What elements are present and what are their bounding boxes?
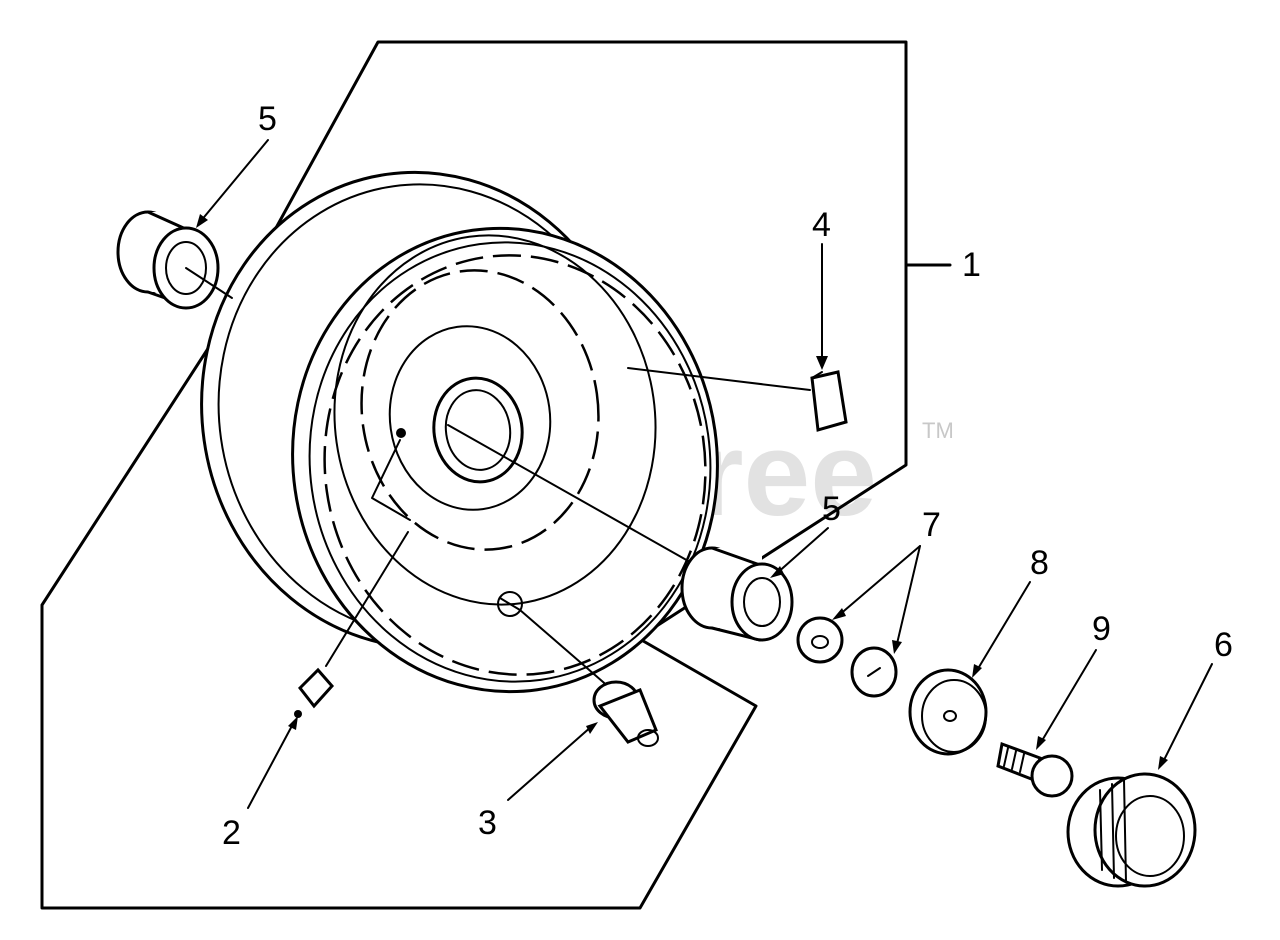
axle-line xyxy=(447,424,691,563)
callout-7: 7 xyxy=(922,506,941,544)
valve-line xyxy=(371,439,411,521)
key-line xyxy=(627,367,811,391)
grease-fitting xyxy=(294,667,335,718)
bearing-lower xyxy=(680,546,794,642)
wheel-rim xyxy=(200,170,719,694)
callout-1: 1 xyxy=(962,246,981,284)
bolt xyxy=(996,741,1074,798)
callout-9: 9 xyxy=(1092,610,1111,648)
bearing-upper xyxy=(116,210,233,310)
leaders xyxy=(196,139,1213,809)
valve-stem xyxy=(592,680,659,747)
callout-4: 4 xyxy=(812,206,831,244)
callout-6: 6 xyxy=(1214,626,1233,664)
callout-2: 2 xyxy=(222,814,241,852)
bolt-line xyxy=(519,609,611,689)
callout-8: 8 xyxy=(1030,544,1049,582)
disc-washer xyxy=(908,668,988,756)
washer-1 xyxy=(796,616,844,664)
washer-2 xyxy=(850,646,898,698)
callout-5-upper: 5 xyxy=(258,100,277,138)
assembly-boundary xyxy=(40,40,908,910)
callout-5-lower: 5 xyxy=(822,490,841,528)
callout-3: 3 xyxy=(478,804,497,842)
key-part xyxy=(810,370,848,432)
hub-cap xyxy=(1066,772,1197,888)
watermark-trademark: TM xyxy=(922,418,954,443)
